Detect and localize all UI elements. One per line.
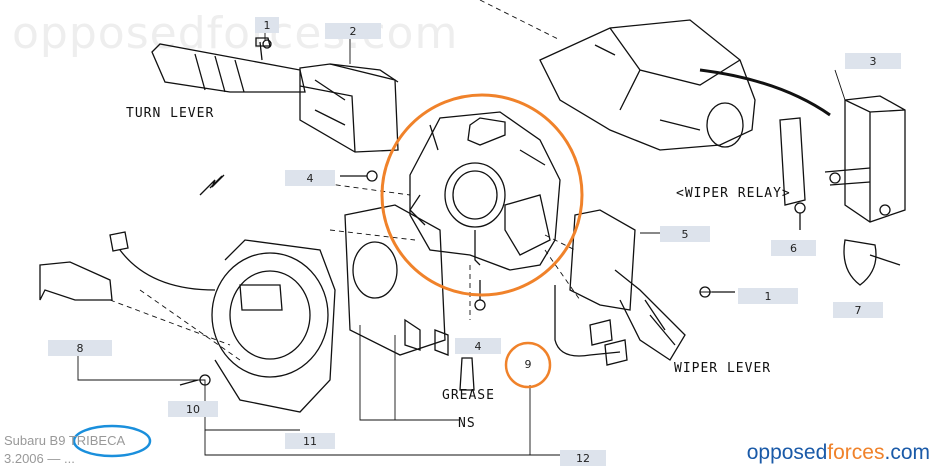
brand-part1: opposed bbox=[746, 441, 828, 464]
wiper-relay-drawing bbox=[779, 95, 906, 223]
model-caption-line2: 3.2006 — ... bbox=[4, 451, 75, 466]
model-caption-prefix: Subaru B9 bbox=[4, 433, 69, 448]
leader-lines bbox=[77, 28, 846, 456]
relay-cable-drawing bbox=[699, 68, 831, 117]
callout-5: 5 bbox=[660, 226, 710, 242]
callout-6: 6 bbox=[771, 240, 816, 256]
model-caption: Subaru B9 TRIBECA bbox=[4, 433, 125, 448]
turn-lever-label: TURN LEVER bbox=[126, 106, 215, 121]
callout-4-bottom: 4 bbox=[455, 338, 501, 354]
dashed-guides bbox=[109, 0, 581, 361]
turn-lever-drawing bbox=[151, 37, 399, 153]
grease-label: GREASE bbox=[442, 388, 495, 403]
highlight-circle-switch bbox=[380, 93, 584, 297]
wiper-relay-label: <WIPER RELAY> bbox=[676, 186, 791, 201]
callout-11: 11 bbox=[285, 433, 335, 449]
brand-logo: opposedforces.com bbox=[747, 441, 930, 465]
brand-part3: .com bbox=[884, 441, 930, 464]
bracket-drawing bbox=[39, 261, 113, 301]
wiper-lever-label: WIPER LEVER bbox=[674, 361, 772, 376]
callout-9: 9 bbox=[524, 357, 532, 371]
callout-3: 3 bbox=[845, 53, 901, 69]
grease-tube-drawing bbox=[459, 357, 475, 391]
callout-1-top: 1 bbox=[255, 17, 279, 33]
clip-drawing bbox=[843, 239, 901, 286]
ns-label: NS bbox=[458, 416, 476, 431]
callout-1-right: 1 bbox=[738, 288, 798, 304]
callout-4-left: 4 bbox=[285, 170, 335, 186]
wiper-lever-drawing bbox=[554, 209, 686, 366]
callout-2: 2 bbox=[325, 23, 381, 39]
steering-sensor-drawing bbox=[344, 204, 449, 356]
callout-10: 10 bbox=[168, 401, 218, 417]
vehicle-drawing bbox=[539, 19, 756, 151]
highlight-ellipse-model bbox=[72, 424, 152, 458]
callout-7: 7 bbox=[833, 302, 883, 318]
callout-12: 12 bbox=[560, 450, 606, 466]
callout-8: 8 bbox=[48, 340, 112, 356]
brand-part2: forces bbox=[827, 441, 885, 464]
highlight-circle-nine bbox=[504, 341, 552, 389]
combination-switch-drawing bbox=[409, 111, 561, 271]
watermark-text: opposedforces.com bbox=[12, 8, 459, 59]
direction-arrow-drawing bbox=[199, 174, 225, 196]
clock-spring-drawing bbox=[109, 231, 336, 413]
model-caption-highlight: TRIBECA bbox=[68, 433, 126, 448]
